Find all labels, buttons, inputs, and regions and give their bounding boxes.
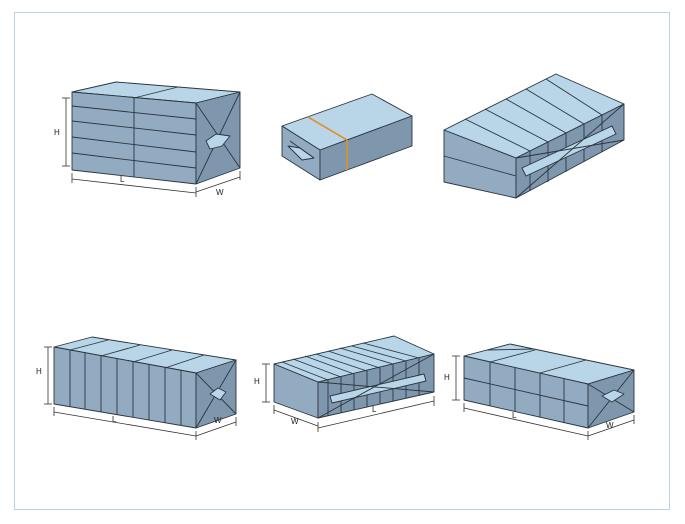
package-3-strap — [515, 103, 625, 199]
package-4-segments — [69, 339, 205, 425]
length-label: L — [372, 405, 377, 414]
package-6: H L W — [444, 343, 635, 440]
length-dimension-4: L — [53, 407, 197, 440]
package-4: H L W — [36, 336, 237, 440]
width-label: W — [214, 416, 222, 425]
length-label: L — [512, 411, 517, 420]
package-2-tape — [307, 116, 348, 170]
width-label: W — [291, 417, 299, 426]
length-dimension-5: L — [317, 396, 435, 432]
width-dimension-5: W — [273, 405, 319, 427]
package-5: H W L — [254, 335, 435, 432]
width-label: W — [606, 421, 614, 430]
package-2-side — [319, 115, 413, 181]
height-label: H — [54, 128, 60, 137]
package-3-top-segments — [464, 78, 603, 152]
width-dimension-4: W — [195, 416, 237, 437]
package-2 — [281, 93, 413, 181]
package-5-strap — [317, 353, 435, 419]
length-dimension-6: L — [463, 403, 589, 440]
package-1-layers — [71, 98, 197, 177]
height-label: H — [254, 377, 260, 386]
width-dimension-1: W — [195, 171, 241, 197]
width-dimension-6: W — [587, 415, 635, 437]
package-1-strap-x — [195, 91, 241, 185]
height-dimension-6: H — [444, 355, 460, 401]
width-label: W — [216, 188, 224, 197]
length-label: L — [120, 175, 125, 184]
height-dimension-5: H — [254, 363, 270, 403]
package-5-top-segments — [281, 342, 420, 381]
height-label: H — [36, 367, 42, 376]
package-4-strap-x — [195, 359, 237, 429]
package-6-strap-x — [587, 369, 635, 429]
length-label: L — [112, 415, 117, 424]
package-6-segments — [463, 349, 589, 423]
height-label: H — [444, 373, 450, 382]
height-dimension-1: H — [54, 97, 70, 167]
package-1: H L W — [54, 81, 241, 197]
package-3 — [443, 73, 625, 199]
height-dimension-4: H — [36, 346, 52, 405]
